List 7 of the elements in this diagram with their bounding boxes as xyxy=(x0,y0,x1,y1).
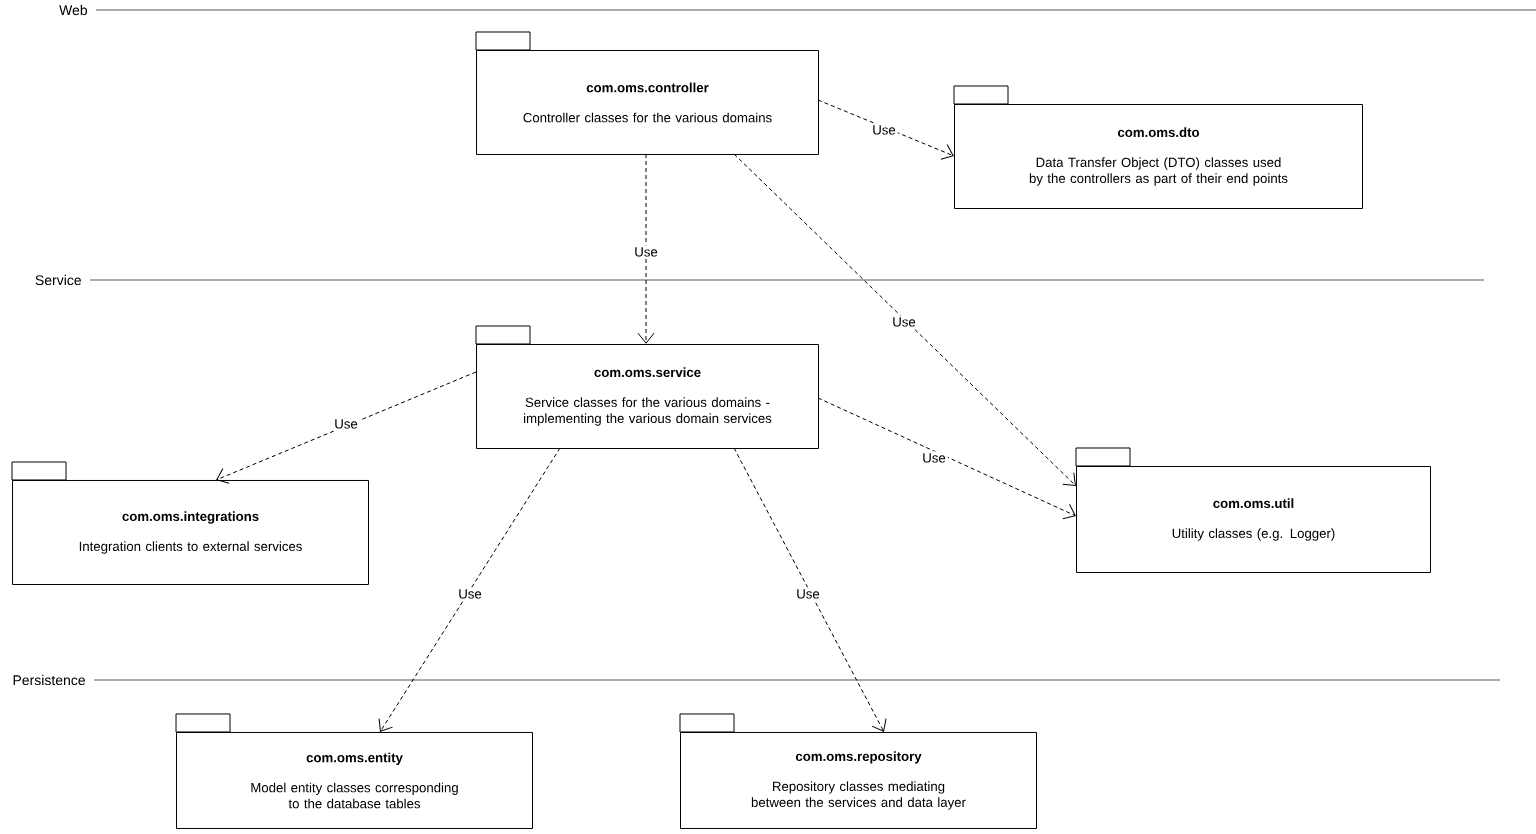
dependency-arrow xyxy=(817,397,1076,520)
dependency-arrow xyxy=(733,153,1076,486)
dependency-arrow xyxy=(733,447,887,732)
dependency-arrow xyxy=(637,153,655,344)
dependency-arrow xyxy=(817,99,954,160)
dependency-arrow xyxy=(216,371,477,484)
dependency-arrow xyxy=(378,447,561,732)
